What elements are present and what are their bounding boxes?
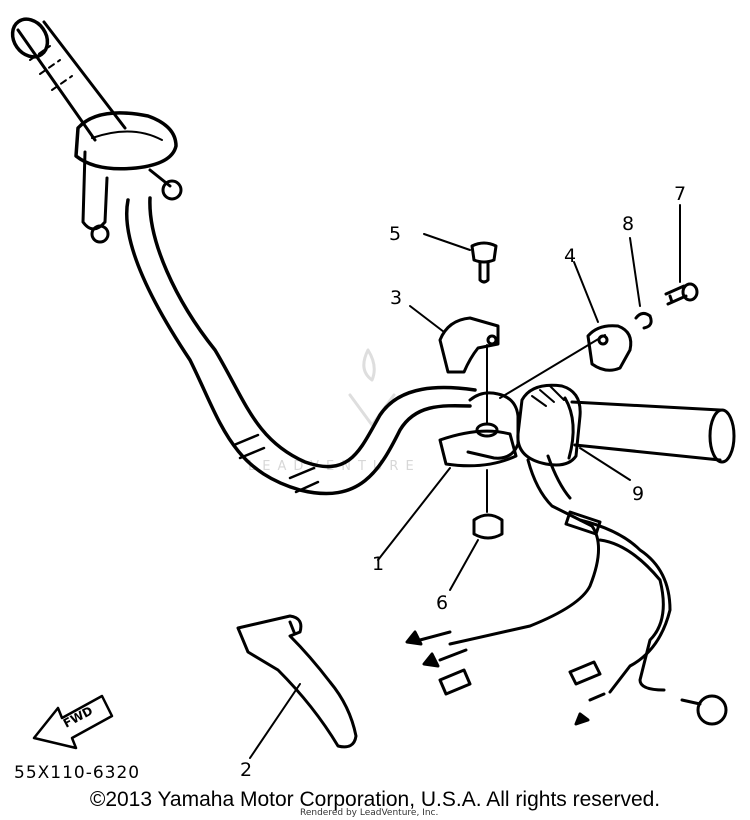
left-grip — [10, 17, 127, 142]
rendered-by-credit: Rendered by LeadVenture, Inc. — [300, 808, 439, 818]
left-switch-housing — [74, 111, 183, 244]
callout-8: 8 — [622, 213, 634, 235]
leader-line-6 — [449, 539, 479, 591]
part-lever-2 — [236, 614, 358, 759]
callout-3: 3 — [390, 287, 402, 309]
right-grip — [570, 400, 736, 464]
right-switch-housing — [516, 383, 582, 467]
part-washer-8 — [629, 237, 653, 330]
part-screw-7 — [664, 204, 699, 306]
callout-2: 2 — [240, 759, 252, 781]
callout-5: 5 — [389, 223, 401, 245]
part-clamp-3 — [409, 305, 500, 374]
leader-line-9 — [579, 447, 631, 481]
callout-7: 7 — [674, 183, 686, 205]
handlebar — [125, 196, 477, 496]
part-bolt-5 — [423, 233, 498, 284]
watermark-logo — [348, 348, 396, 427]
copyright-notice: ©2013 Yamaha Motor Corporation, U.S.A. A… — [89, 788, 661, 811]
callout-9: 9 — [632, 483, 644, 505]
leader-line-1 — [377, 467, 451, 561]
fwd-arrow: FWD — [32, 694, 114, 750]
callout-1: 1 — [372, 553, 384, 575]
callout-6: 6 — [436, 592, 448, 614]
part-code: 55X110-6320 — [14, 763, 140, 783]
wiring-harness — [405, 454, 728, 726]
lever-holder — [438, 344, 520, 468]
fwd-label: FWD — [61, 704, 95, 731]
part-cover-4 — [499, 261, 633, 399]
part-nut-6 — [472, 469, 504, 540]
callout-4: 4 — [564, 245, 576, 267]
